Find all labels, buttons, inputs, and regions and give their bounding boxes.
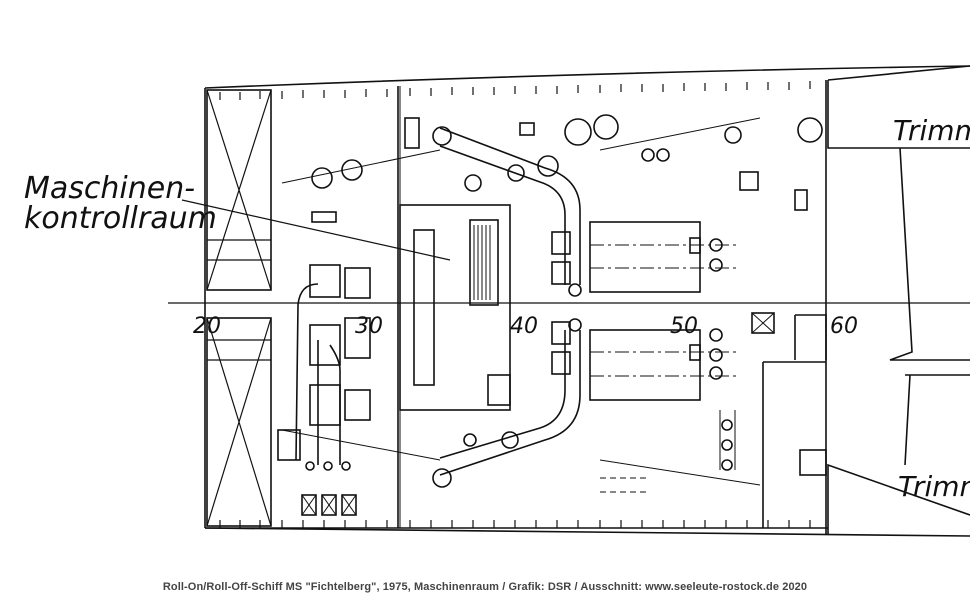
room-label-line1: Maschinen- <box>24 171 195 206</box>
frame-number-40: 40 <box>510 314 538 339</box>
trim-tank-lower <box>827 374 970 535</box>
label-leader-line <box>181 199 451 261</box>
frame-ticks-top <box>219 81 811 100</box>
generator-lower <box>309 384 341 426</box>
trim-label-bottom: Trimm <box>898 470 970 503</box>
exhaust-duct-lower <box>439 330 581 476</box>
room-label-line2: kontrollraum <box>24 201 217 236</box>
tank-block-bottom <box>206 317 272 527</box>
engine-room-plan-drawing: Maschinen- kontrollraum Trimm Trimm 20 3… <box>24 65 970 537</box>
trim-label-top: Trimm <box>893 114 970 147</box>
exhaust-duct-upper <box>439 127 581 285</box>
frame-ticks-bottom <box>219 520 811 528</box>
hull-outline <box>204 65 970 537</box>
main-engine-lower <box>589 329 701 401</box>
frame-number-30: 30 <box>355 314 383 339</box>
frame-number-50: 50 <box>670 314 698 339</box>
generator-upper <box>309 264 341 298</box>
trim-tank-upper <box>827 65 970 361</box>
frame-number-20: 20 <box>193 314 221 339</box>
frame-number-60: 60 <box>830 314 858 339</box>
control-room <box>399 204 511 411</box>
tank-block-top <box>206 89 272 291</box>
main-engine-upper <box>589 221 701 293</box>
generator-mid <box>309 324 341 366</box>
image-caption: Roll-On/Roll-Off-Schiff MS "Fichtelberg"… <box>162 581 808 593</box>
